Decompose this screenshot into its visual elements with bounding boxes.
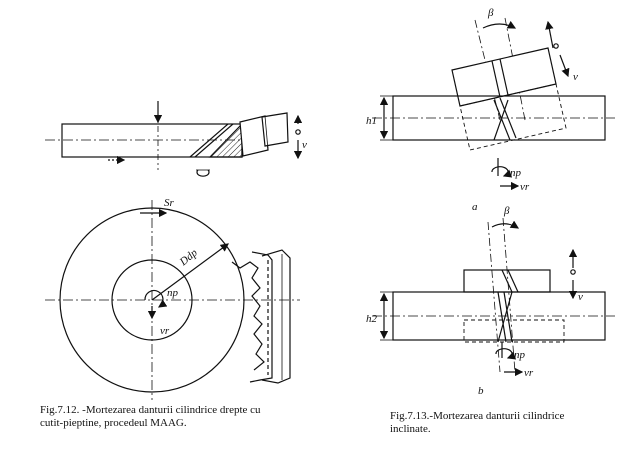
label-letter-a: a [472,201,478,213]
rotation-symbol [196,169,210,177]
rack-teeth-profile [231,261,265,371]
label-sr: Sr [164,197,175,209]
label-v-b: v [578,291,583,303]
fig712-front-view [45,200,300,400]
label-np-b: np [514,349,526,361]
label-vr-a: vr [520,181,530,193]
fig712-side-view [45,101,303,177]
label-beta-a: β [487,7,494,19]
fig713b [372,217,615,377]
np-rotation [144,289,168,308]
label-np-left: np [167,287,179,299]
caption-fig712: Fig.7.12. -Mortezarea danturii cilindric… [40,404,261,430]
label-letter-b: b [478,385,484,397]
ddp-arrow [151,243,229,301]
fig713a [372,17,615,191]
label-np-a: np [510,167,522,179]
label-v-a: v [573,71,578,83]
caption-fig712-line2: cutit-pieptine, procedeul MAAG. [40,417,187,429]
beta-arc-b [491,220,520,229]
label-v-left: v [302,139,307,151]
label-ddp: Ddp [177,246,200,268]
label-beta-b: β [503,205,510,217]
caption-fig713: Fig.7.13.-Mortezarea danturii cilindrice… [390,410,564,436]
label-vr-b: vr [524,367,534,379]
caption-fig712-line1: Fig.7.12. -Mortezarea danturii cilindric… [40,404,261,416]
v-arrow-a [545,20,554,49]
caption-fig713-line1: Fig.7.13.-Mortezarea danturii cilindrice [390,410,565,422]
label-h2: h2 [366,313,378,325]
label-h1: h1 [366,115,377,127]
caption-fig713-line2: inclinate. [390,423,431,435]
beta-arc-a [482,20,517,29]
label-vr-left: vr [160,325,170,337]
